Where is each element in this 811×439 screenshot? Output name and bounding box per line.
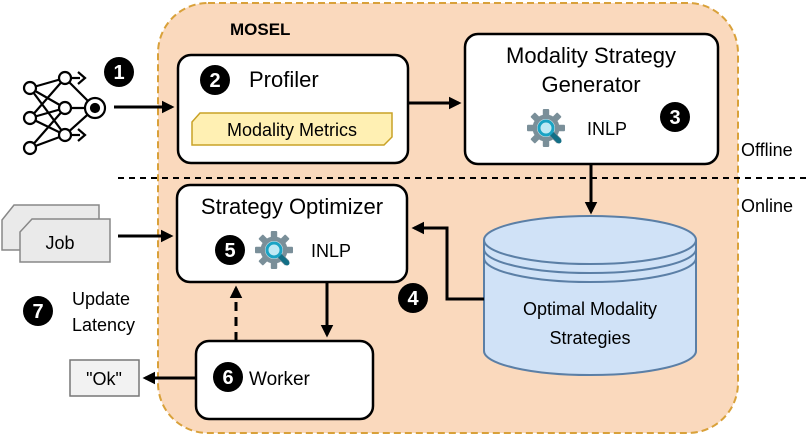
svg-text:5: 5 [224, 240, 235, 262]
step-2-badge: 2 [200, 65, 230, 95]
modality-metrics-label: Modality Metrics [227, 120, 357, 140]
svg-text:1: 1 [113, 62, 124, 84]
optimizer-solver-label: INLP [311, 241, 351, 261]
offline-label: Offline [741, 140, 793, 160]
svg-text:7: 7 [32, 301, 43, 323]
worker-label: Worker [249, 369, 311, 390]
step-5-badge: 5 [215, 235, 245, 265]
modality-metrics-tag [191, 112, 393, 146]
job-label: Job [45, 233, 74, 253]
worker-box [194, 339, 375, 421]
svg-text:2: 2 [209, 70, 220, 92]
ok-output-box [69, 359, 140, 397]
gear-search-icon [255, 231, 293, 269]
generator-solver-label: INLP [587, 119, 627, 139]
storage-label-line2: Strategies [549, 328, 630, 348]
update-latency-line2: Latency [72, 315, 135, 335]
region-title: MOSEL [230, 20, 290, 39]
svg-text:6: 6 [222, 367, 233, 389]
job-document [1, 204, 111, 263]
svg-text:4: 4 [407, 288, 419, 310]
update-latency-line1: Update [72, 289, 130, 309]
step-7-badge: 7 [23, 296, 53, 326]
step-3-badge: 3 [660, 102, 690, 132]
strategy-storage-cylinder [483, 215, 697, 376]
ok-output-label: "Ok" [86, 369, 122, 389]
arrow-storage-to-optimizer [411, 221, 484, 301]
step-6-badge: 6 [213, 362, 243, 392]
generator-title-line2: Generator [541, 72, 640, 97]
step-1-badge: 1 [104, 57, 134, 87]
neural-network-icon [22, 70, 107, 156]
gear-search-icon [527, 109, 565, 147]
profiler-label: Profiler [249, 67, 319, 92]
online-label: Online [741, 196, 793, 216]
storage-label-line1: Optimal Modality [523, 299, 657, 319]
step-4-badge: 4 [398, 283, 428, 313]
svg-text:3: 3 [669, 107, 680, 129]
generator-title-line1: Modality Strategy [506, 43, 676, 68]
optimizer-title: Strategy Optimizer [201, 194, 383, 219]
